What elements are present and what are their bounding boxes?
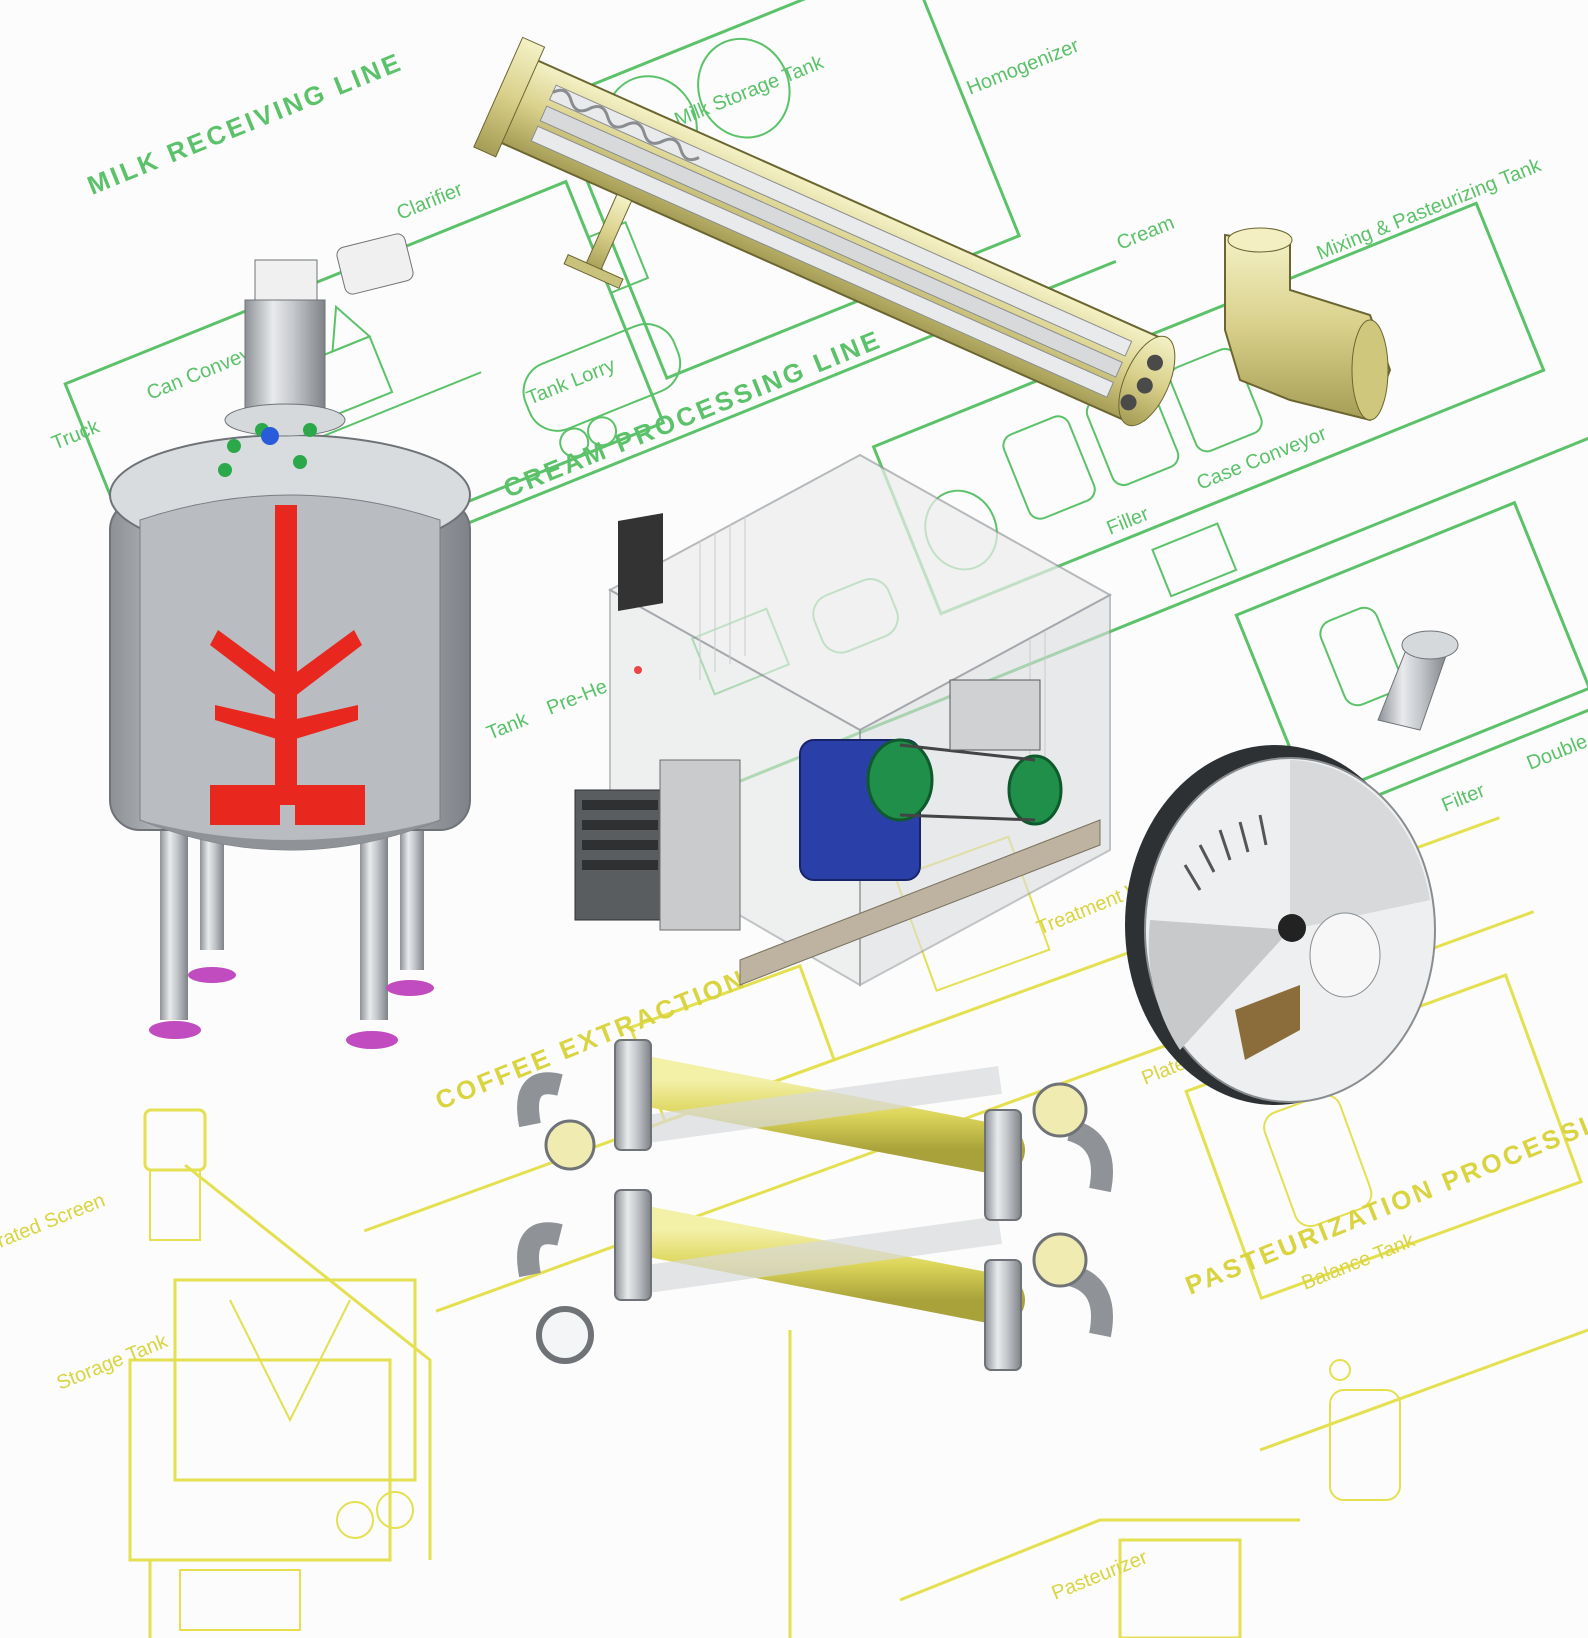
station-label: Filler	[1104, 503, 1153, 540]
station-label: Pasteurizer	[1049, 1546, 1151, 1604]
station-label: Homogenizer	[964, 35, 1083, 100]
station-label: Tank	[484, 708, 532, 745]
homogenizer-unit-render	[574, 453, 1113, 987]
station-label: Truck	[49, 415, 104, 454]
station-label: Mixing & Pasteurizing Tank	[1314, 154, 1545, 265]
station-label: Storage Tank	[54, 1330, 172, 1395]
station-label: Pre-He	[544, 676, 611, 720]
station-label: Double	[1524, 730, 1588, 774]
mixing-tank-render	[109, 233, 471, 1049]
tubular-assembly-render	[517, 1039, 1113, 1371]
milk-receiving-line-label: MILK RECEIVING LINE	[83, 46, 407, 200]
station-label: Cream	[1114, 212, 1178, 255]
station-label: trated Screen	[0, 1189, 108, 1254]
station-label: Clarifier	[394, 178, 466, 224]
station-label: Filter	[1439, 779, 1489, 816]
storage-screen-structure	[128, 1108, 1588, 1638]
centrifugal-pump-render	[1125, 630, 1459, 1105]
station-label: Tank Lorry	[524, 354, 619, 409]
tube-heat-exchanger-render	[473, 36, 1392, 427]
